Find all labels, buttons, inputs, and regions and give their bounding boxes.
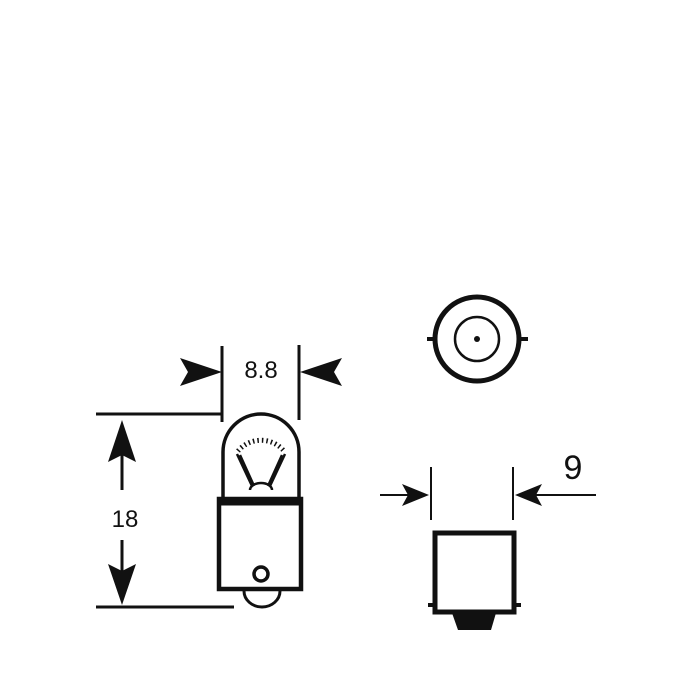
base-cap (452, 613, 496, 630)
inner-ring (453, 315, 501, 363)
height-arrow-up (108, 420, 136, 462)
bulb-base (216, 496, 304, 592)
base-pin (252, 565, 270, 583)
width-arrow-left (180, 358, 222, 386)
filament-coil (236, 437, 286, 453)
base-width-label: 9 (564, 449, 583, 487)
side-view (96, 345, 342, 609)
center-contact (474, 336, 480, 342)
width-label: 8.8 (244, 357, 277, 384)
base-body (432, 530, 517, 615)
width-arrow-right (300, 358, 342, 386)
top-view (427, 294, 528, 384)
base-contact (242, 590, 282, 609)
filament-supports (235, 453, 287, 487)
height-label: 18 (112, 506, 139, 533)
bulb-glass (221, 412, 301, 497)
height-arrow-down (108, 564, 136, 605)
base-view (380, 467, 596, 630)
base-arrow-left (402, 484, 429, 506)
filament-bridge (248, 481, 274, 491)
base-arrow-right (515, 484, 542, 506)
